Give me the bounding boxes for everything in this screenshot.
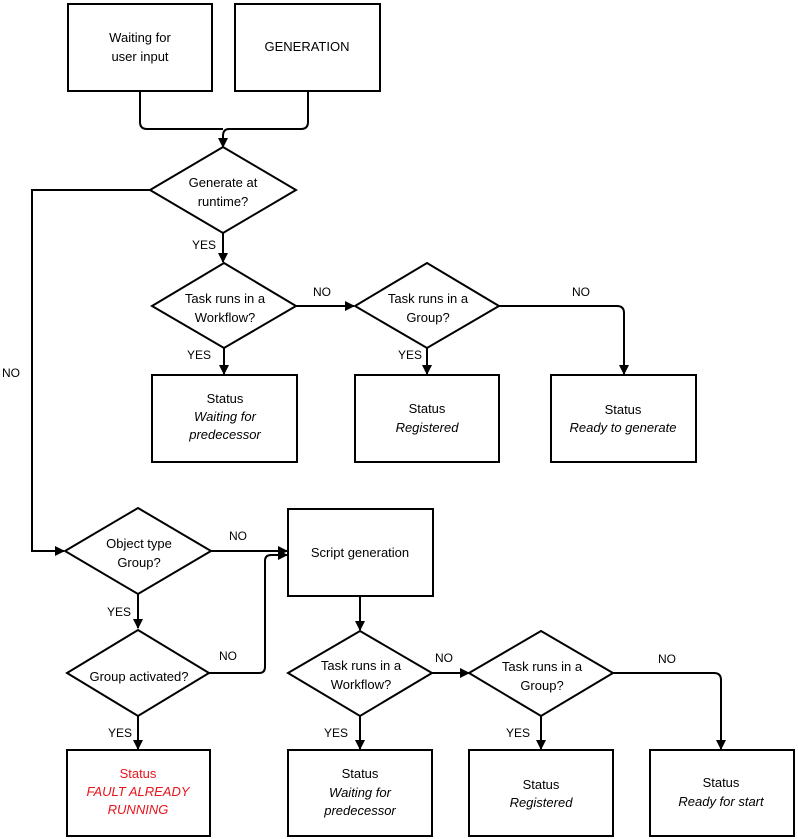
generation-label: GENERATION: [265, 39, 350, 54]
edge-runtime-no: [31, 189, 150, 556]
workflow1-line1: Task runs in a: [185, 291, 266, 306]
edge-group1-no: [499, 305, 629, 375]
status3-line1: Ready to generate: [570, 420, 677, 435]
status5-line2: predecessor: [323, 803, 396, 818]
label-yes-workflow2: YES: [324, 726, 348, 740]
workflow2-line2: Workflow?: [331, 677, 391, 692]
decision-task-runs-in-workflow-1: Task runs in a Workflow?: [150, 261, 298, 350]
label-yes-objecttype: YES: [107, 605, 131, 619]
status5-line1: Waiting for: [329, 785, 392, 800]
group2-line1: Task runs in a: [502, 659, 583, 674]
status-registered-2: Status Registered: [468, 749, 614, 837]
decision-generate-at-runtime: Generate at runtime?: [148, 145, 298, 235]
status1-line1: Waiting for: [194, 409, 257, 424]
label-no-workflow2: NO: [435, 651, 453, 665]
label-no-groupactivated: NO: [219, 649, 237, 663]
decision-object-type-group: Object type Group?: [63, 506, 213, 596]
label-no-runtime: NO: [2, 366, 20, 380]
status6-title: Status: [523, 777, 560, 792]
group2-line2: Group?: [520, 678, 563, 693]
decision-group-activated: Group activated?: [65, 628, 211, 718]
decision-task-runs-in-group-2: Task runs in a Group?: [467, 629, 615, 718]
label-no-group1: NO: [572, 285, 590, 299]
workflow2-line1: Task runs in a: [321, 658, 402, 673]
edge-group2-no: [613, 672, 726, 750]
waiting-input-line1: Waiting for: [109, 30, 171, 45]
status4-title: Status: [120, 766, 157, 781]
group1-line2: Group?: [406, 310, 449, 325]
status-waiting-predecessor-1: Status Waiting for predecessor: [151, 374, 298, 463]
edge-groupactivated-no: [209, 550, 288, 674]
label-yes-runtime: YES: [192, 238, 216, 252]
process-generation: GENERATION: [234, 3, 381, 92]
process-script-generation: Script generation: [287, 508, 434, 597]
status1-line2: predecessor: [188, 427, 261, 442]
label-no-group2: NO: [658, 652, 676, 666]
connectors: [31, 91, 726, 750]
label-yes-group1: YES: [398, 348, 422, 362]
edge-generation-to-runtime: [218, 91, 309, 148]
groupactivated-label: Group activated?: [89, 669, 188, 684]
decision-task-runs-in-workflow-2: Task runs in a Workflow?: [286, 629, 434, 718]
status1-title: Status: [207, 391, 244, 406]
objecttype-line2: Group?: [117, 555, 160, 570]
status2-title: Status: [409, 401, 446, 416]
label-yes-group2: YES: [506, 726, 530, 740]
status-registered-1: Status Registered: [354, 374, 500, 463]
status4-line2: RUNNING: [108, 802, 169, 817]
status7-title: Status: [703, 775, 740, 790]
status2-line1: Registered: [396, 420, 460, 435]
label-yes-groupactivated: YES: [108, 726, 132, 740]
status-ready-to-generate: Status Ready to generate: [550, 374, 697, 463]
edge-labels: YES NO NO YES NO YES NO YES NO YES NO YE…: [2, 238, 676, 740]
objecttype-line1: Object type: [106, 536, 172, 551]
label-no-objecttype: NO: [229, 529, 247, 543]
status-waiting-predecessor-2: Status Waiting for predecessor: [287, 749, 433, 837]
decision-task-runs-in-group-1: Task runs in a Group?: [353, 261, 501, 350]
script-generation-label: Script generation: [311, 545, 409, 560]
label-no-workflow1: NO: [313, 285, 331, 299]
status4-line1: FAULT ALREADY: [86, 784, 190, 799]
status6-line1: Registered: [510, 795, 574, 810]
process-waiting-input: Waiting for user input: [67, 3, 213, 92]
status7-line1: Ready for start: [678, 794, 765, 809]
status-ready-for-start: Status Ready for start: [649, 749, 795, 837]
runtime-line2: runtime?: [198, 194, 249, 209]
workflow1-line2: Workflow?: [195, 310, 255, 325]
runtime-line1: Generate at: [189, 175, 258, 190]
status3-title: Status: [605, 402, 642, 417]
status5-title: Status: [342, 766, 379, 781]
status-fault-already-running: Status FAULT ALREADY RUNNING: [66, 749, 211, 837]
group1-line1: Task runs in a: [388, 291, 469, 306]
waiting-input-line2: user input: [111, 49, 168, 64]
label-yes-workflow1: YES: [187, 348, 211, 362]
edge-input-to-runtime: [139, 91, 223, 130]
